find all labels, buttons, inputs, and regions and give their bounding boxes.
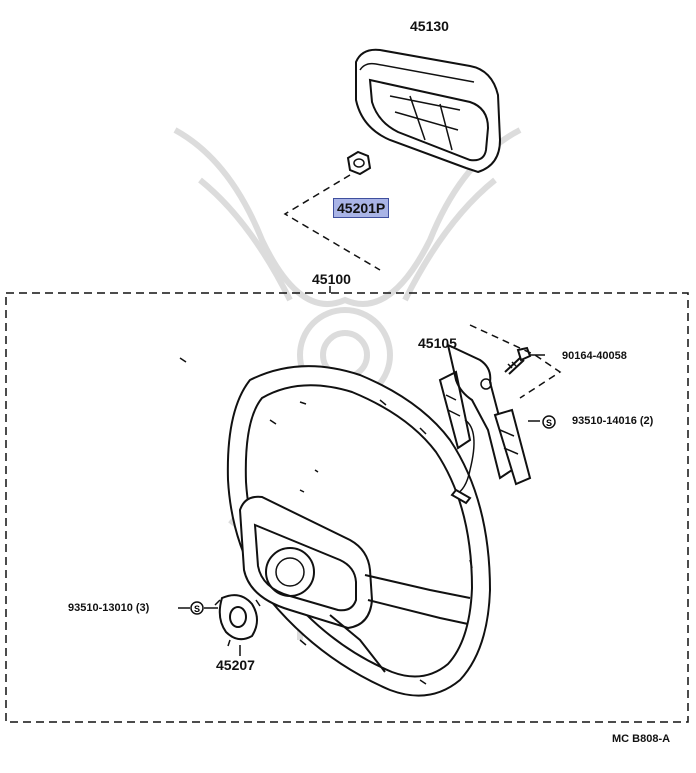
steering-wheel-drawing: [179, 357, 492, 697]
part-label-steering-wheel[interactable]: 45100: [312, 271, 351, 287]
part-label-screw-left[interactable]: 93510-13010 (3): [68, 602, 150, 614]
s-symbols: [178, 415, 556, 615]
horn-pad-drawing: [355, 48, 502, 174]
bolt-drawing: [504, 346, 532, 375]
s-symbol-right: S: [546, 418, 552, 428]
part-label-screw-right[interactable]: 93510-14016 (2): [572, 415, 654, 427]
nut-leader-lines: [283, 174, 381, 271]
nut-drawing: [346, 150, 372, 176]
contact-leader-lines: [469, 324, 562, 422]
part-label-plate[interactable]: 45207: [216, 657, 255, 673]
part-label-nut-highlighted[interactable]: 45201P: [333, 198, 390, 218]
horn-contact-drawing: [438, 343, 532, 505]
part-label-horn-contact[interactable]: 45105: [418, 335, 457, 351]
part-label-horn-pad[interactable]: 45130: [410, 18, 449, 34]
plate-drawing: [214, 594, 261, 656]
assembly-boundary: [5, 286, 689, 723]
catalog-code: MC B808-A: [612, 733, 671, 745]
s-symbol-left: S: [194, 604, 200, 614]
part-label-bolt[interactable]: 90164-40058: [562, 350, 627, 362]
